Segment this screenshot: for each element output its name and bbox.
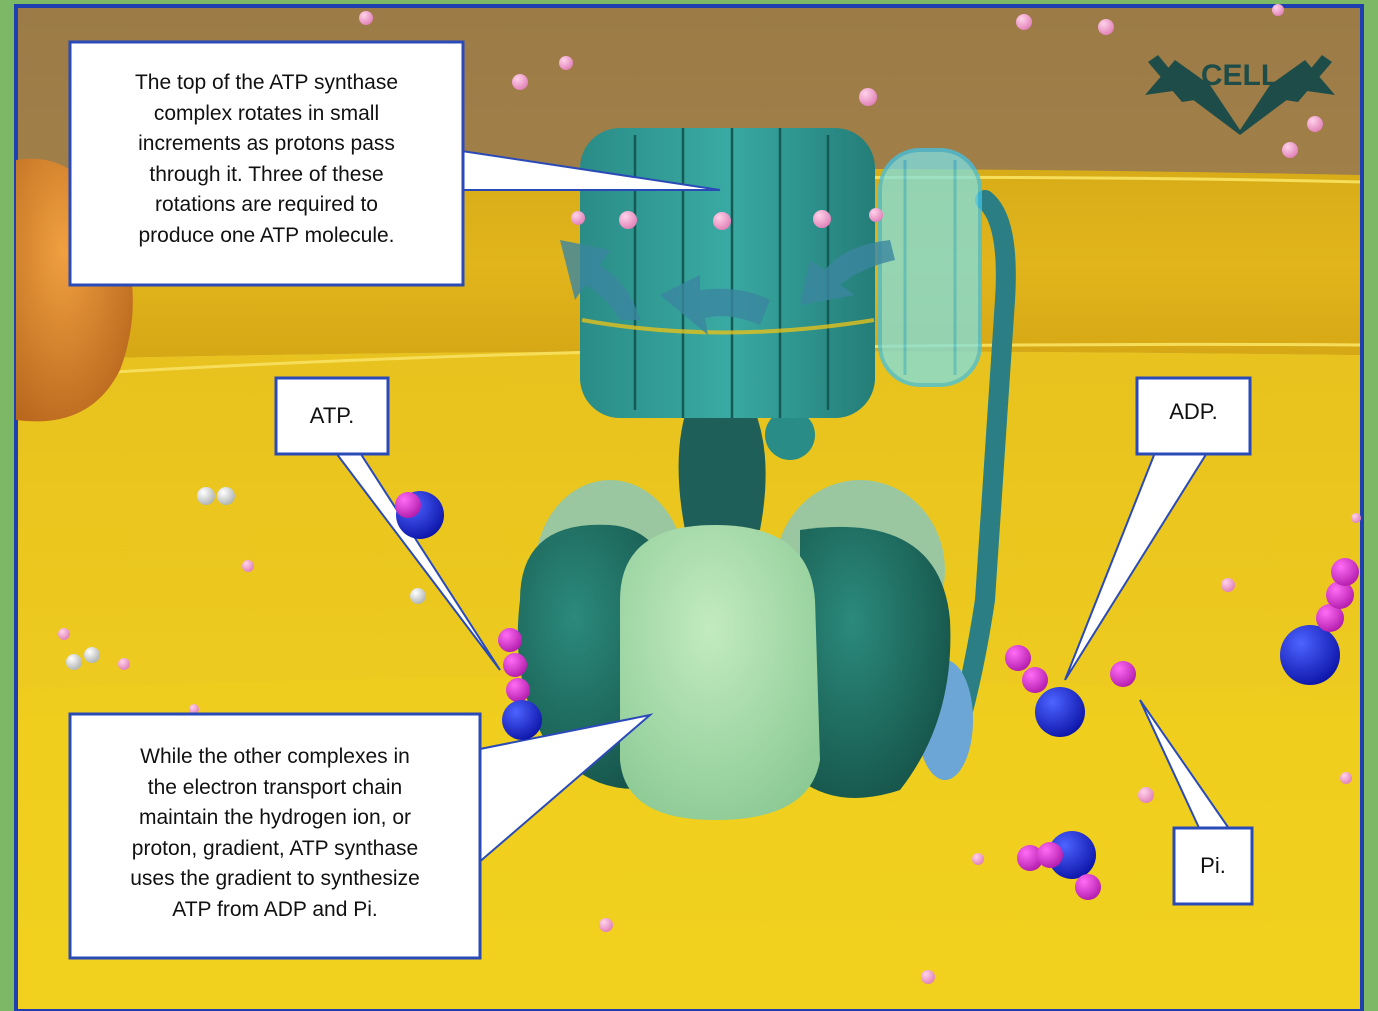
atp-label: ATP. (276, 403, 388, 429)
adp-label: ADP. (1137, 399, 1250, 425)
proton-channel (880, 150, 980, 385)
cell-logo-text: CELL (1201, 59, 1279, 92)
pi-molecule (1110, 661, 1136, 687)
top-callout-text: The top of the ATP synthase complex rota… (75, 68, 458, 251)
central-stalk (679, 400, 766, 530)
pi-label: Pi. (1174, 853, 1252, 879)
bottom-callout-text: While the other complexes in the electro… (75, 742, 475, 925)
